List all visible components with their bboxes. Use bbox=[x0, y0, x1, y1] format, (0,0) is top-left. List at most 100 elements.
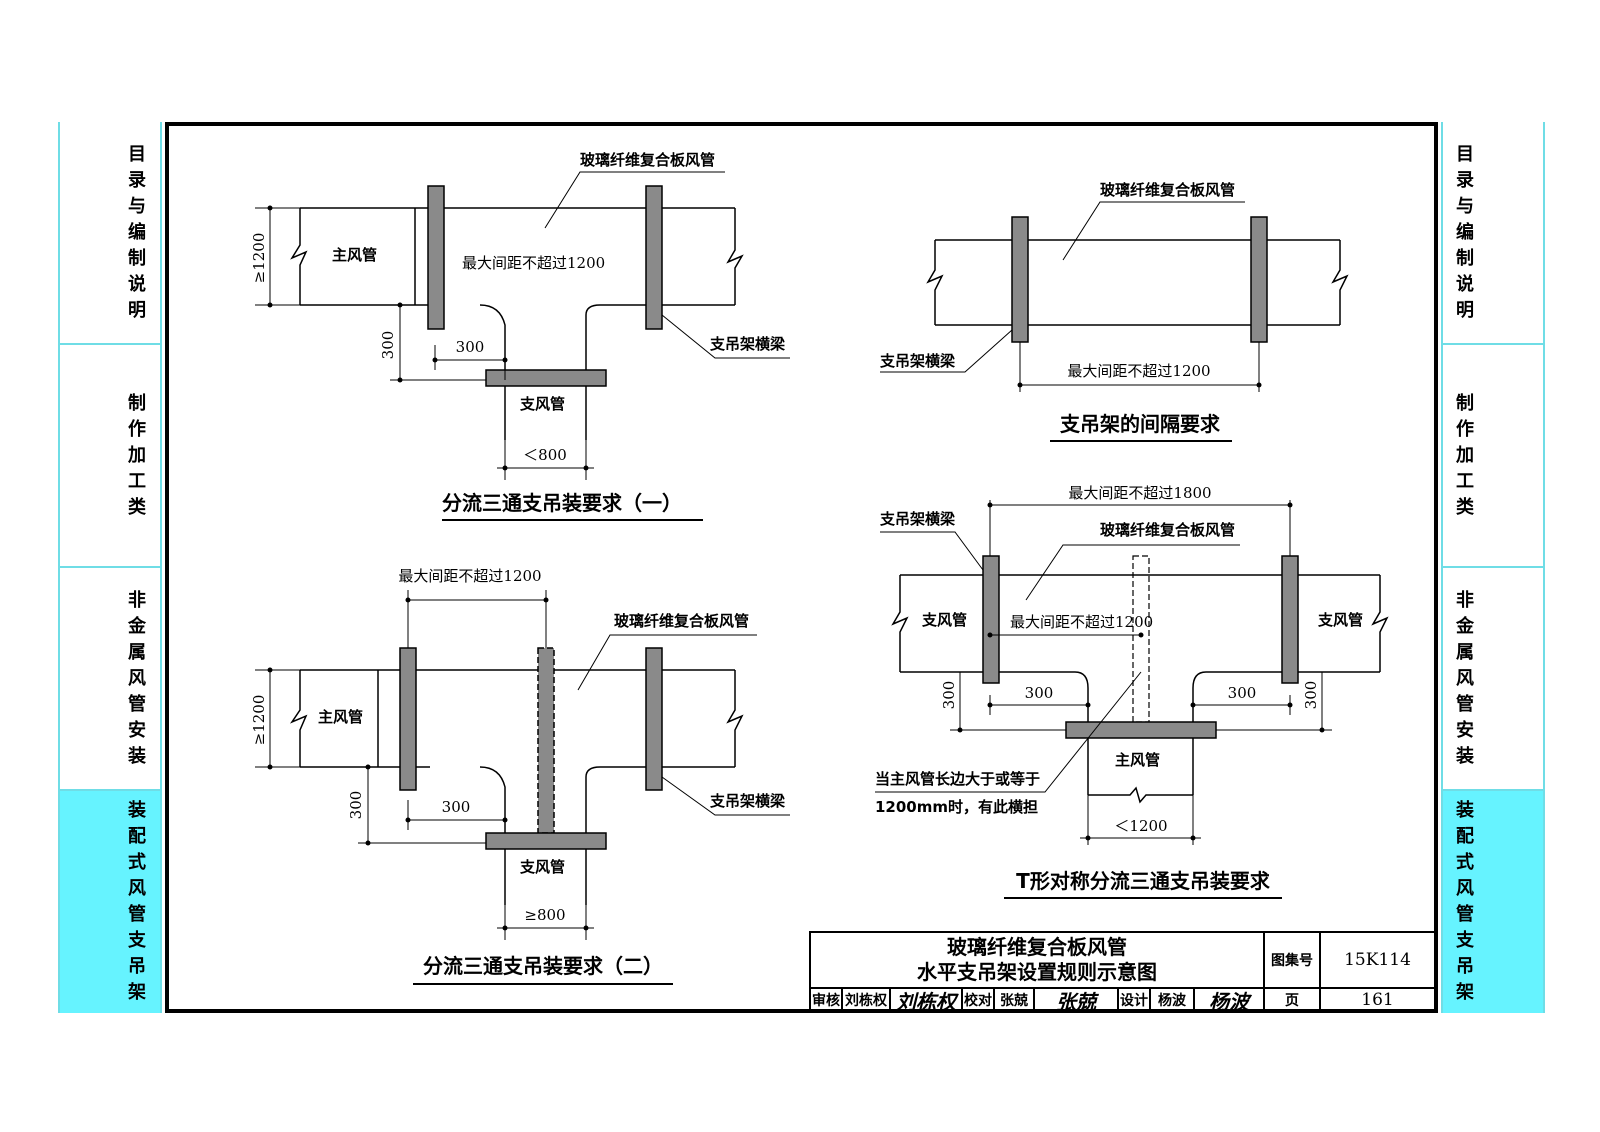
hanger-crossbeam bbox=[485, 832, 607, 850]
main-duct-label: 主风管 bbox=[318, 708, 363, 726]
note-text: 1200mm时，有此横担 bbox=[875, 798, 1038, 816]
break-line bbox=[1088, 786, 1193, 804]
dim-300: 300 bbox=[347, 791, 365, 820]
branch-duct bbox=[504, 386, 587, 440]
dim-dot bbox=[583, 465, 589, 471]
sidebar-tab-hangers[interactable]: 装配式风管支吊架 bbox=[1443, 791, 1543, 1013]
dim-dot bbox=[1190, 702, 1196, 708]
leader-line bbox=[880, 531, 984, 571]
hanger-crossbeam bbox=[982, 555, 1000, 684]
dim-dot bbox=[1256, 382, 1262, 388]
dim-dot bbox=[432, 357, 438, 363]
check-label: 校对 bbox=[963, 989, 995, 1013]
designer-signature: 杨波 bbox=[1195, 989, 1265, 1014]
spacing-note: 最大间距不超过1200 bbox=[1010, 613, 1153, 631]
dim-300: 300 bbox=[379, 331, 397, 360]
right-sidebar: 目录与编制说明 制作加工类 非金属风管安装 装配式风管支吊架 bbox=[1441, 122, 1545, 1013]
dim-dot bbox=[267, 764, 273, 770]
diagram-tee-1: 玻璃纤维复合板风管 主风管 最大间距不超过1200 支吊架横梁 ≥1200 30… bbox=[250, 151, 790, 521]
sidebar-tab-fabrication[interactable]: 制作加工类 bbox=[60, 345, 160, 568]
crossbeam-label: 支吊架横梁 bbox=[879, 352, 956, 370]
dim-dot bbox=[987, 502, 993, 508]
drawing-frame bbox=[165, 122, 1438, 1013]
hanger-crossbeam bbox=[427, 185, 445, 330]
leader-line bbox=[661, 314, 790, 359]
atlas-number: 15K114 bbox=[1321, 933, 1436, 989]
dim-dot bbox=[365, 840, 371, 846]
diagram-caption: 分流三通支吊装要求（二） bbox=[423, 954, 663, 978]
dim-dot bbox=[1138, 632, 1144, 638]
break-line bbox=[926, 240, 944, 325]
dim-300: 300 bbox=[940, 681, 958, 710]
dim-dot bbox=[405, 817, 411, 823]
dim-line bbox=[358, 767, 506, 844]
reviewer-signature: 刘栋权 bbox=[891, 989, 963, 1014]
dim-line bbox=[390, 305, 506, 381]
diagram-spacing: 玻璃纤维复合板风管 支吊架横梁 最大间距不超过1200 支吊架的间隔要求 bbox=[879, 181, 1349, 442]
spacing-note: 最大间距不超过1800 bbox=[1068, 484, 1211, 502]
diagram-caption: 分流三通支吊装要求（一） bbox=[442, 491, 682, 515]
dim-dot bbox=[1287, 702, 1293, 708]
leader-line bbox=[577, 634, 757, 691]
dim-dot bbox=[1085, 702, 1091, 708]
duct-label: 玻璃纤维复合板风管 bbox=[614, 612, 749, 630]
sidebar-tab-label: 非金属风管安装 bbox=[1456, 589, 1474, 767]
dim-dot bbox=[987, 702, 993, 708]
page-label: 页 bbox=[1265, 989, 1321, 1013]
dim-branch: ≥800 bbox=[524, 906, 565, 924]
dim-main: ＜1200 bbox=[1114, 817, 1167, 835]
break-line bbox=[1371, 575, 1389, 672]
hanger-crossbeam bbox=[1281, 555, 1299, 684]
sidebar-tab-nonmetal-duct[interactable]: 非金属风管安装 bbox=[60, 568, 160, 791]
hanger-crossbeam bbox=[1065, 721, 1217, 739]
sidebar-tab-label: 制作加工类 bbox=[1456, 392, 1474, 518]
title-block: 玻璃纤维复合板风管 水平支吊架设置规则示意图 图集号 15K114 审核 刘栋权… bbox=[809, 931, 1436, 1014]
dim-line bbox=[255, 207, 310, 306]
diagram-tee-2: 最大间距不超过1200 玻璃纤维复合板风管 主风管 支吊架横梁 ≥1200 30… bbox=[250, 567, 790, 985]
dim-line bbox=[989, 500, 1291, 556]
sidebar-tab-fabrication[interactable]: 制作加工类 bbox=[1443, 345, 1543, 568]
sidebar-tab-catalog[interactable]: 目录与编制说明 bbox=[1443, 122, 1543, 345]
crossbeam-label: 支吊架横梁 bbox=[709, 792, 786, 810]
hanger-crossbeam bbox=[485, 369, 607, 387]
branch-duct-label: 支风管 bbox=[519, 858, 565, 876]
dim-300: 300 bbox=[1302, 681, 1320, 710]
sidebar-tab-catalog[interactable]: 目录与编制说明 bbox=[60, 122, 160, 345]
drawing-title: 玻璃纤维复合板风管 水平支吊架设置规则示意图 bbox=[811, 933, 1265, 989]
branch-duct bbox=[504, 849, 587, 905]
dim-branch: ＜800 bbox=[523, 446, 567, 464]
hanger-crossbeam bbox=[645, 185, 663, 330]
sidebar-tab-nonmetal-duct[interactable]: 非金属风管安装 bbox=[1443, 568, 1543, 791]
leader-line bbox=[875, 671, 1142, 793]
reviewer-name: 刘栋权 bbox=[843, 989, 891, 1013]
sidebar-tab-label: 目录与编制说明 bbox=[128, 143, 146, 321]
dim-dot bbox=[1017, 382, 1023, 388]
dim-300: 300 bbox=[1025, 684, 1054, 702]
diagram-caption: 支吊架的间隔要求 bbox=[1060, 412, 1221, 436]
sidebar-tab-label: 装配式风管支吊架 bbox=[128, 800, 146, 1003]
dim-dot bbox=[267, 667, 273, 673]
title-line: 玻璃纤维复合板风管 bbox=[947, 935, 1127, 959]
dim-dot bbox=[267, 302, 273, 308]
dim-300: 300 bbox=[1228, 684, 1257, 702]
hanger-crossbeam bbox=[645, 647, 663, 791]
dim-dot bbox=[987, 632, 993, 638]
design-label: 设计 bbox=[1119, 989, 1151, 1013]
branch-duct-label: 支风管 bbox=[1317, 611, 1363, 629]
dim-dot bbox=[1319, 727, 1325, 733]
leader-line bbox=[880, 329, 1013, 373]
hanger-crossbeam-optional bbox=[537, 647, 555, 834]
sidebar-tab-label: 目录与编制说明 bbox=[1456, 143, 1474, 321]
dim-dot bbox=[1190, 835, 1196, 841]
hanger-crossbeam-optional bbox=[1132, 555, 1150, 723]
branch-duct-label: 支风管 bbox=[921, 611, 967, 629]
crossbeam-label: 支吊架横梁 bbox=[709, 335, 786, 353]
dim-dot bbox=[397, 302, 403, 308]
dim-dot bbox=[502, 817, 508, 823]
sidebar-tab-hangers[interactable]: 装配式风管支吊架 bbox=[60, 791, 160, 1013]
main-duct-label: 主风管 bbox=[1115, 751, 1160, 769]
duct-outline bbox=[935, 239, 1340, 326]
dim-dot bbox=[365, 764, 371, 770]
dim-line bbox=[950, 672, 1088, 731]
dim-dot bbox=[397, 377, 403, 383]
